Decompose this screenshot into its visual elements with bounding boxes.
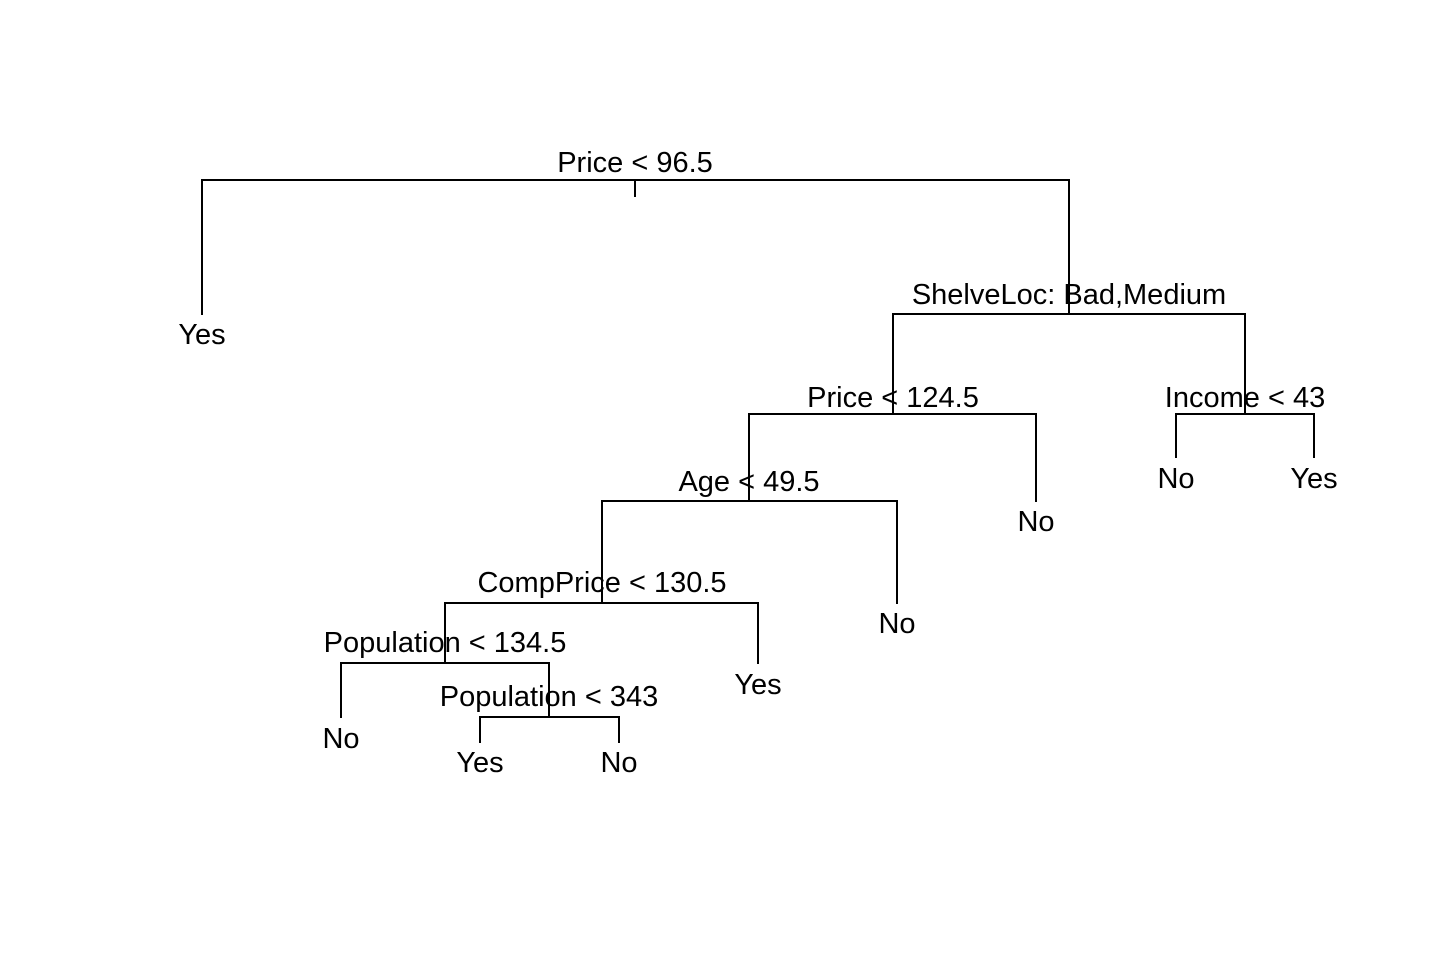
split-label: Income < 43 <box>1165 382 1325 414</box>
leaf-label: No <box>600 747 637 779</box>
split-node-compprice: CompPrice < 130.5 <box>444 567 759 664</box>
leaf-label: No <box>878 608 915 640</box>
split-node-population-134: Population < 134.5 <box>324 627 567 718</box>
split-label: Price < 124.5 <box>807 382 979 414</box>
leaf-label: Yes <box>178 319 225 351</box>
leaf-label: Yes <box>734 669 781 701</box>
leaf-label: Yes <box>1290 463 1337 495</box>
split-label: ShelveLoc: Bad,Medium <box>912 279 1226 311</box>
leaf-label: Yes <box>456 747 503 779</box>
split-node-population-343: Population < 343 <box>440 681 659 743</box>
leaf-label: No <box>322 723 359 755</box>
split-node-age: Age < 49.5 <box>601 466 898 604</box>
split-label: Population < 134.5 <box>324 627 567 659</box>
split-node-root: Price < 96.5 <box>201 147 1070 315</box>
split-label: Price < 96.5 <box>557 147 713 179</box>
split-label: Age < 49.5 <box>678 466 819 498</box>
split-label: CompPrice < 130.5 <box>477 567 726 599</box>
split-node-income: Income < 43 <box>1165 382 1325 458</box>
split-node-shelveloc: ShelveLoc: Bad,Medium <box>892 279 1246 415</box>
leaf-label: No <box>1157 463 1194 495</box>
split-label: Population < 343 <box>440 681 659 713</box>
leaf-label: No <box>1017 506 1054 538</box>
split-node-price-124: Price < 124.5 <box>748 382 1037 502</box>
